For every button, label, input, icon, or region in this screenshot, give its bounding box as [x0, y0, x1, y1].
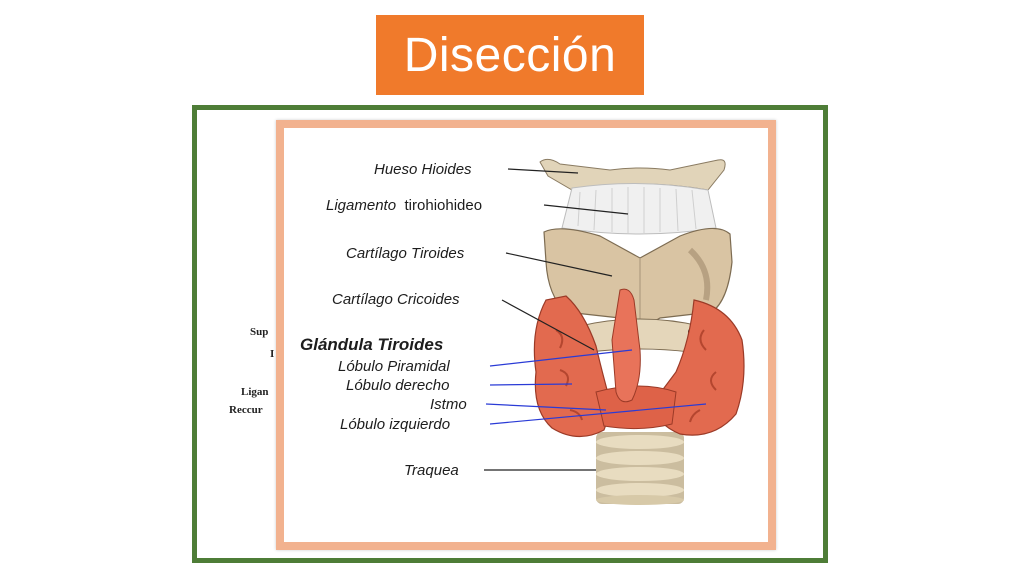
side-label-reccur: Reccur — [229, 404, 263, 416]
label-thyroid-cartilage: Cartílago Tiroides — [346, 245, 465, 262]
label-thyroid-gland: Glándula Tiroides — [300, 335, 443, 354]
slide-title: Disección — [403, 28, 617, 82]
label-left-lobe: Lóbulo izquierdo — [340, 416, 450, 433]
side-label-sup: Sup — [250, 326, 269, 338]
thyrohyoid-membrane-illustration — [561, 182, 717, 235]
label-hyoid-bone: Hueso Hioides — [374, 161, 472, 178]
label-thyrohyoid-ligament: Ligamento tirohiohideo — [326, 197, 482, 214]
label-ligament-italic: Ligamento — [326, 197, 396, 214]
label-trachea: Traquea — [404, 462, 459, 479]
trachea-illustration — [596, 432, 684, 505]
side-label-ligan: Ligan — [241, 386, 269, 398]
label-isthmus: Istmo — [430, 396, 467, 413]
label-ligament-upright: tirohiohideo — [405, 197, 483, 214]
slide-title-box: Disección — [376, 15, 644, 95]
label-right-lobe: Lóbulo derecho — [346, 377, 449, 394]
thyroid-gland-illustration — [533, 288, 745, 438]
side-label-i: I — [270, 348, 275, 360]
label-cricoid-cartilage: Cartílago Cricoides — [332, 291, 460, 308]
leader-lines — [484, 168, 707, 471]
label-pyramidal-lobe: Lóbulo Piramidal — [338, 358, 450, 375]
